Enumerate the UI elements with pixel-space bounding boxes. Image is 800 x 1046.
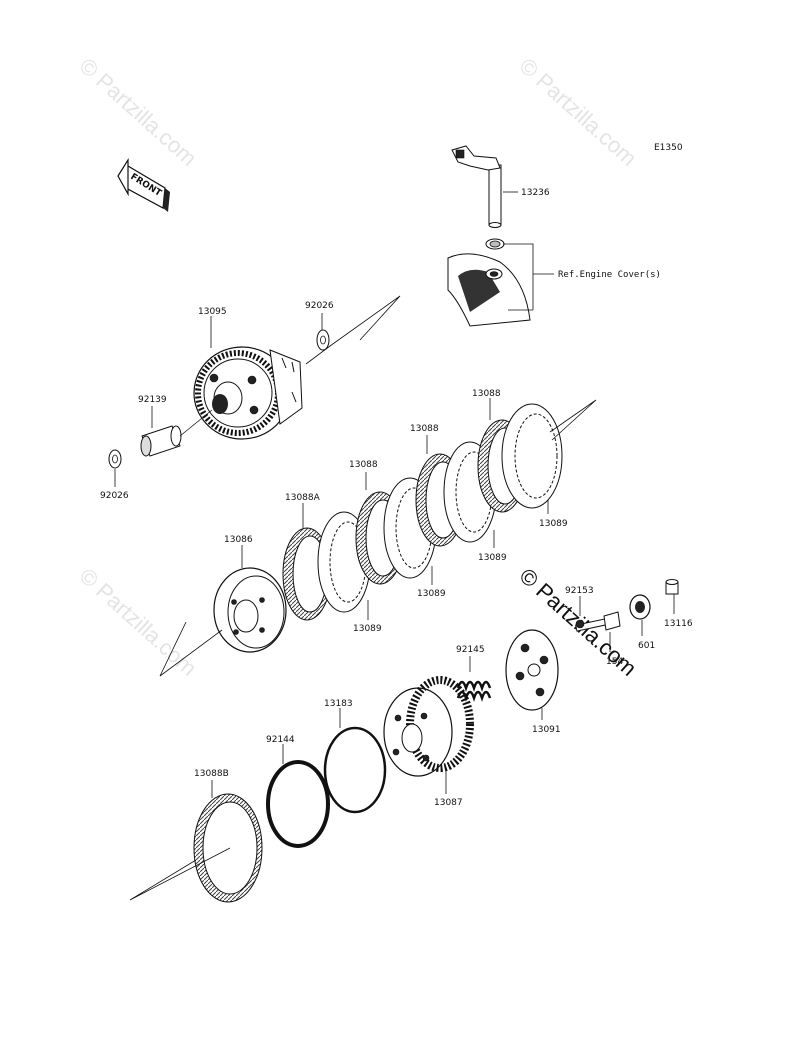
part-label-601: 601	[638, 641, 655, 651]
part-label-13236: 13236	[521, 188, 550, 198]
ref-engine-cover-label: Ref.Engine Cover(s)	[558, 270, 661, 280]
part-label-13087: 13087	[434, 798, 463, 808]
watermark: © Partzilla.com	[75, 53, 202, 171]
part-label-92145: 92145	[456, 645, 485, 655]
part-label-13088-3: 13088	[472, 389, 501, 399]
part-label-13095: 13095	[198, 307, 227, 317]
watermark: © Partzilla.com	[515, 53, 642, 171]
pressure-plate-13091	[505, 629, 559, 711]
bolt-92153	[575, 611, 621, 632]
clutch-boss-13086	[213, 567, 287, 653]
sleeve-92139	[140, 425, 182, 457]
part-label-13089-3: 13089	[478, 553, 507, 563]
bearing-601	[629, 594, 651, 620]
part-label-13089-4: 13089	[539, 519, 568, 529]
part-label-13089-2: 13089	[417, 589, 446, 599]
diagram-code: E1350	[654, 143, 683, 153]
part-label-13088-1: 13088	[349, 460, 378, 470]
engine-cover-ref	[447, 253, 531, 327]
part-label-92153: 92153	[565, 586, 594, 596]
watermark: © Partzilla.com	[75, 563, 202, 681]
clutch-housing-13095	[193, 346, 303, 440]
friction-plate-13088B	[193, 793, 263, 903]
front-arrow-icon: FRONT	[117, 157, 170, 212]
part-label-92144: 92144	[266, 735, 295, 745]
ring-92144	[266, 760, 330, 848]
part-label-13088-2: 13088	[410, 424, 439, 434]
part-label-13088B: 13088B	[194, 769, 229, 779]
part-label-92154: 154	[606, 657, 623, 667]
release-shaft-13236	[451, 145, 502, 228]
spring-92145	[456, 680, 492, 702]
pushrod-13116	[665, 579, 679, 595]
ring-13183	[323, 726, 387, 814]
part-label-13089-1: 13089	[353, 624, 382, 634]
clutch-hub-13087	[383, 676, 474, 777]
part-label-13086: 13086	[224, 535, 253, 545]
part-label-92026-bottom: 92026	[100, 491, 129, 501]
part-label-13183: 13183	[324, 699, 353, 709]
part-label-13088A: 13088A	[285, 493, 321, 503]
steel-plate-13089-4	[501, 403, 563, 509]
part-label-92026-top: 92026	[305, 301, 334, 311]
part-label-13091: 13091	[532, 725, 561, 735]
part-label-13116: 13116	[664, 619, 693, 629]
part-label-92139: 92139	[138, 395, 167, 405]
